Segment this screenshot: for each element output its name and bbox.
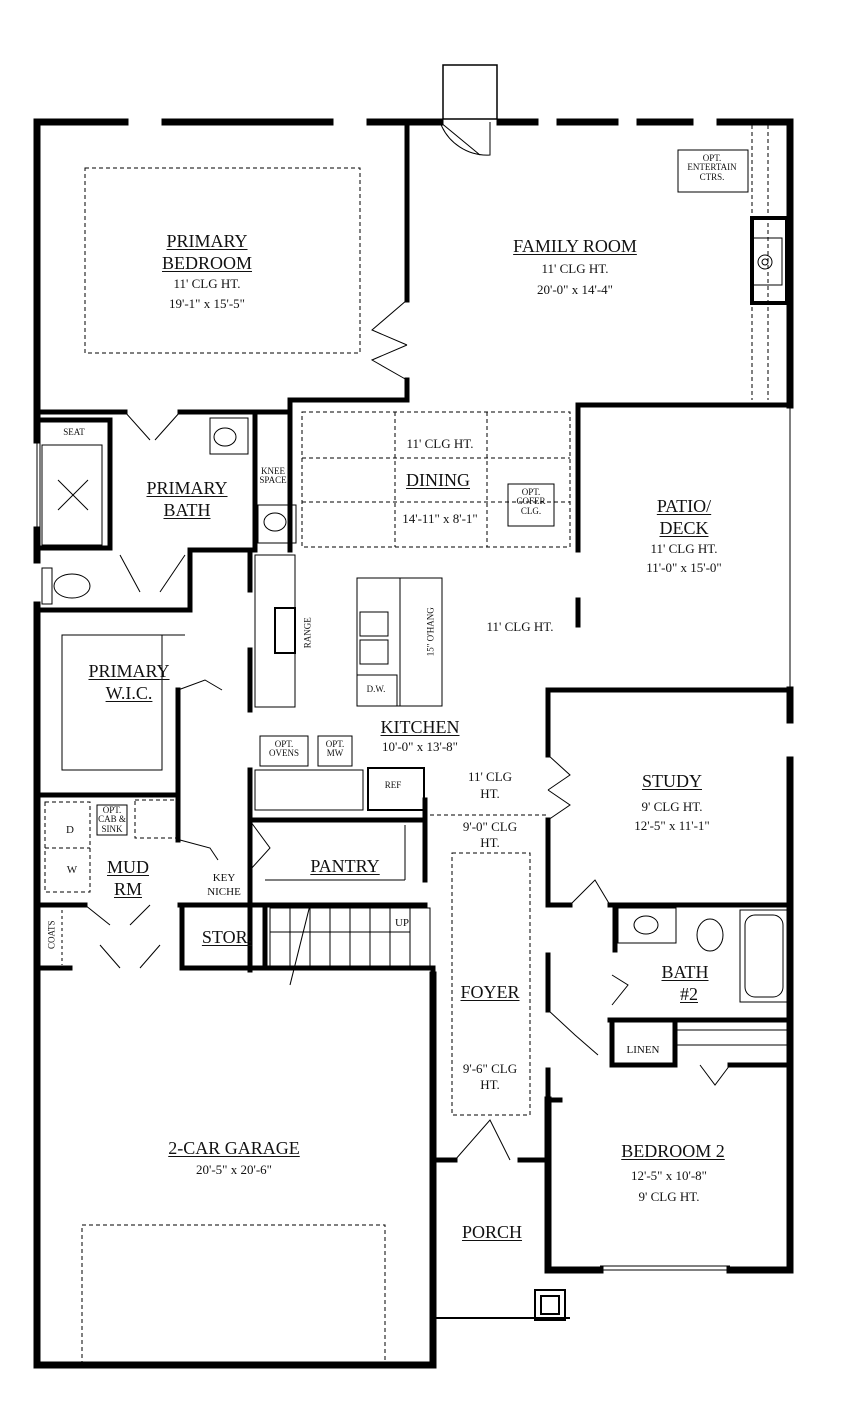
primary-bedroom-ceiling: 11' CLG HT.	[173, 276, 241, 291]
hall-ceiling-1: 9'-0" CLG	[462, 819, 518, 834]
bath2-name-1: BATH	[661, 962, 709, 982]
kitchen-ceiling-lower-2: HT.	[480, 786, 500, 801]
ovens-line-1: OPT.	[274, 739, 294, 749]
exterior-walls	[33, 118, 794, 1369]
bedroom2-size: 12'-5" x 10'-8"	[631, 1168, 707, 1183]
foyer-ceiling-1: 9'-6" CLG	[462, 1061, 518, 1076]
primary-bath-name-1: PRIMARY	[146, 478, 228, 498]
seat-label: SEAT	[63, 427, 85, 437]
kitchen-ceiling-lower-1: 11' CLG	[467, 769, 513, 784]
cofer-line-1: OPT.	[521, 487, 541, 497]
bedroom2-ceiling: 9' CLG HT.	[638, 1189, 700, 1204]
knee-space-label: KNEE SPACE	[259, 466, 287, 486]
opt-entertain-note: OPT. ENTERTAIN CTRS.	[684, 152, 740, 185]
hall-ceiling-2: HT.	[480, 835, 500, 850]
knee-line-2: SPACE	[259, 475, 287, 486]
patio-ceiling: 11' CLG HT.	[650, 541, 718, 556]
family-room-name: FAMILY ROOM	[513, 236, 637, 256]
washer-label: W	[66, 864, 78, 876]
opt-cab-sink-note: OPT. CAB & SINK	[98, 805, 126, 834]
linen-label: LINEN	[626, 1044, 660, 1056]
opt-ovens-note: OPT. OVENS	[268, 739, 300, 759]
patio-size: 11'-0" x 15'-0"	[646, 560, 722, 575]
kitchen-size: 10'-0" x 13'-8"	[382, 739, 458, 754]
coats-label: COATS	[46, 920, 57, 949]
foyer-name: FOYER	[460, 982, 520, 1002]
dining-ceiling: 11' CLG HT.	[406, 436, 474, 451]
door-swings	[84, 121, 731, 1161]
primary-wic-name-2: W.I.C.	[105, 683, 153, 703]
entertain-line-1: OPT.	[702, 153, 722, 163]
pantry-name: PANTRY	[310, 856, 380, 876]
primary-wic-name-1: PRIMARY	[88, 661, 170, 681]
ovens-line-2: OVENS	[268, 748, 300, 759]
cab-line-1: OPT.	[102, 805, 122, 815]
study-ceiling: 9' CLG HT.	[641, 799, 703, 814]
garage-name: 2-CAR GARAGE	[168, 1138, 300, 1158]
storage-name: STOR.	[201, 927, 253, 947]
cab-line-2: CAB &	[98, 814, 126, 825]
key-niche-line-2: NICHE	[207, 886, 241, 898]
primary-bedroom-size: 19'-1" x 15'-5"	[169, 296, 245, 311]
cab-line-3: SINK	[101, 823, 123, 834]
foyer-ceiling-2: HT.	[480, 1077, 500, 1092]
dw-label: D.W.	[366, 684, 386, 694]
porch-name: PORCH	[461, 1222, 523, 1242]
family-room-ceiling: 11' CLG HT.	[541, 261, 609, 276]
opt-mw-note: OPT. MW	[325, 739, 345, 759]
primary-bath-name-2: BATH	[163, 500, 211, 520]
cofer-line-2: COFER	[516, 496, 546, 507]
entertain-line-2: ENTERTAIN	[687, 162, 737, 173]
interior-walls	[34, 119, 793, 1163]
key-niche-line-1: KEY	[212, 872, 236, 884]
dining-name: DINING	[406, 470, 470, 490]
dryer-label: D	[66, 824, 74, 836]
primary-bedroom-name-2: BEDROOM	[161, 253, 253, 273]
mw-line-1: OPT.	[325, 739, 345, 749]
mud-room-name-2: RM	[113, 879, 143, 899]
thin-details	[36, 125, 791, 1365]
patio-name-1: PATIO/	[656, 496, 712, 516]
dining-size: 14'-11" x 8'-1"	[402, 511, 478, 526]
garage-size: 20'-5" x 20'-6"	[196, 1162, 272, 1177]
stairs-up-label: UP	[394, 917, 410, 929]
chimney	[442, 64, 498, 120]
ohang-label: 15" O'HANG	[425, 607, 436, 657]
kitchen-ceiling-main: 11' CLG HT.	[486, 619, 554, 634]
range-label: RANGE	[302, 617, 313, 649]
knee-line-1: KNEE	[261, 466, 285, 476]
mud-room-name-1: MUD	[106, 857, 150, 877]
mw-line-2: MW	[326, 748, 344, 759]
bedroom2-name: BEDROOM 2	[621, 1141, 725, 1161]
opt-cofer-note: OPT. COFER CLG.	[516, 487, 546, 516]
cofer-line-3: CLG.	[520, 505, 542, 516]
entertain-line-3: CTRS.	[699, 171, 725, 182]
study-name: STUDY	[641, 771, 703, 791]
study-size: 12'-5" x 11'-1"	[634, 818, 710, 833]
kitchen-name: KITCHEN	[380, 717, 460, 737]
patio-name-2: DECK	[659, 518, 709, 538]
ref-label: REF	[384, 780, 402, 790]
primary-bedroom-name-1: PRIMARY	[166, 231, 248, 251]
family-room-size: 20'-0" x 14'-4"	[537, 282, 613, 297]
bath2-name-2: #2	[680, 984, 698, 1004]
